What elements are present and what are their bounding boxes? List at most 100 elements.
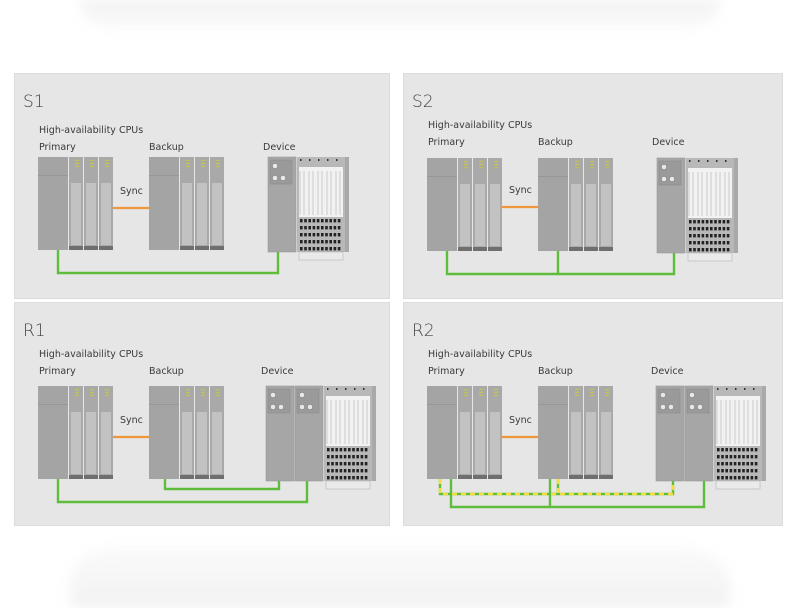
status-led-icon <box>185 388 191 397</box>
port-icon <box>669 176 675 182</box>
io-module <box>569 158 583 251</box>
status-led-icon <box>493 160 499 169</box>
group-label: High-availability CPUs <box>39 125 144 136</box>
io-module <box>210 386 224 479</box>
cpu-main-module <box>538 386 568 479</box>
io-module <box>599 386 613 479</box>
io-terminal-block <box>324 386 376 490</box>
port-icon <box>661 176 667 182</box>
device-label: Device <box>652 137 685 148</box>
device <box>265 385 376 490</box>
network-b-link <box>438 479 675 496</box>
primary-cpu <box>427 158 502 251</box>
port-icon <box>697 404 703 410</box>
port-icon <box>299 392 305 398</box>
cpu-main-module <box>538 158 568 251</box>
io-module <box>584 386 598 479</box>
io-module <box>473 386 487 479</box>
status-led-icon <box>200 388 206 397</box>
backup-cpu <box>538 158 613 251</box>
primary-cpu <box>38 386 113 479</box>
sync-label: Sync <box>509 415 532 426</box>
status-led-icon <box>463 388 469 397</box>
group-label: High-availability CPUs <box>428 120 533 131</box>
port-icon <box>689 392 695 398</box>
port-icon <box>660 404 666 410</box>
status-led-icon <box>104 388 110 397</box>
device <box>655 385 766 490</box>
panel-title: R2 <box>412 321 435 341</box>
port-icon <box>272 163 278 169</box>
backup-label: Backup <box>149 366 184 377</box>
status-led-icon <box>478 388 484 397</box>
io-module <box>180 386 194 479</box>
device-label: Device <box>263 142 296 153</box>
group-label: High-availability CPUs <box>39 349 144 360</box>
sync-label: Sync <box>120 186 143 197</box>
network-link <box>445 251 676 276</box>
backup-label: Backup <box>538 137 573 148</box>
status-led-icon <box>200 159 206 168</box>
device-interface-module <box>656 157 686 254</box>
panel-title: S2 <box>412 92 434 112</box>
group-label: High-availability CPUs <box>428 349 533 360</box>
io-module <box>458 386 472 479</box>
io-terminal-block <box>714 386 766 490</box>
primary-label: Primary <box>428 137 465 148</box>
cpu-main-module <box>149 386 179 479</box>
primary-cpu <box>38 157 113 250</box>
device-label: Device <box>651 366 684 377</box>
primary-label: Primary <box>39 366 76 377</box>
status-led-icon <box>215 159 221 168</box>
topology-diagram <box>427 385 766 509</box>
status-led-icon <box>589 160 595 169</box>
status-led-icon <box>478 160 484 169</box>
io-module <box>99 386 113 479</box>
device-interface-module <box>267 156 297 253</box>
status-led-icon <box>74 159 80 168</box>
bottom-shadow-decoration <box>70 548 730 608</box>
panel-title: S1 <box>23 92 45 112</box>
io-module <box>99 157 113 250</box>
network-link-primary <box>56 479 309 504</box>
io-terminal-block <box>297 157 349 261</box>
backup-label: Backup <box>149 142 184 153</box>
device-interface-module <box>655 385 685 482</box>
status-led-icon <box>463 160 469 169</box>
topology-diagram <box>38 385 376 504</box>
network-link <box>56 250 280 275</box>
status-led-icon <box>604 388 610 397</box>
top-shadow-decoration <box>80 0 720 28</box>
backup-cpu <box>149 386 224 479</box>
device-label: Device <box>261 366 294 377</box>
io-module <box>584 158 598 251</box>
port-icon <box>270 404 276 410</box>
io-module <box>195 157 209 250</box>
port-icon <box>280 175 286 181</box>
panel-title: R1 <box>23 321 46 341</box>
io-terminal-block <box>686 158 738 262</box>
io-module <box>473 158 487 251</box>
io-module <box>84 386 98 479</box>
cpu-main-module <box>427 386 457 479</box>
status-led-icon <box>89 388 95 397</box>
device-interface-module <box>265 385 295 482</box>
status-led-icon <box>574 160 580 169</box>
status-led-icon <box>574 388 580 397</box>
cpu-main-module <box>149 157 179 250</box>
port-icon <box>278 404 284 410</box>
status-led-icon <box>89 159 95 168</box>
io-module <box>210 157 224 250</box>
status-led-icon <box>74 388 80 397</box>
sync-label: Sync <box>509 185 532 196</box>
backup-cpu <box>149 157 224 250</box>
io-module <box>195 386 209 479</box>
io-module <box>569 386 583 479</box>
io-module <box>599 158 613 251</box>
io-module <box>458 158 472 251</box>
status-led-icon <box>215 388 221 397</box>
primary-label: Primary <box>39 142 76 153</box>
cpu-main-module <box>38 157 68 250</box>
